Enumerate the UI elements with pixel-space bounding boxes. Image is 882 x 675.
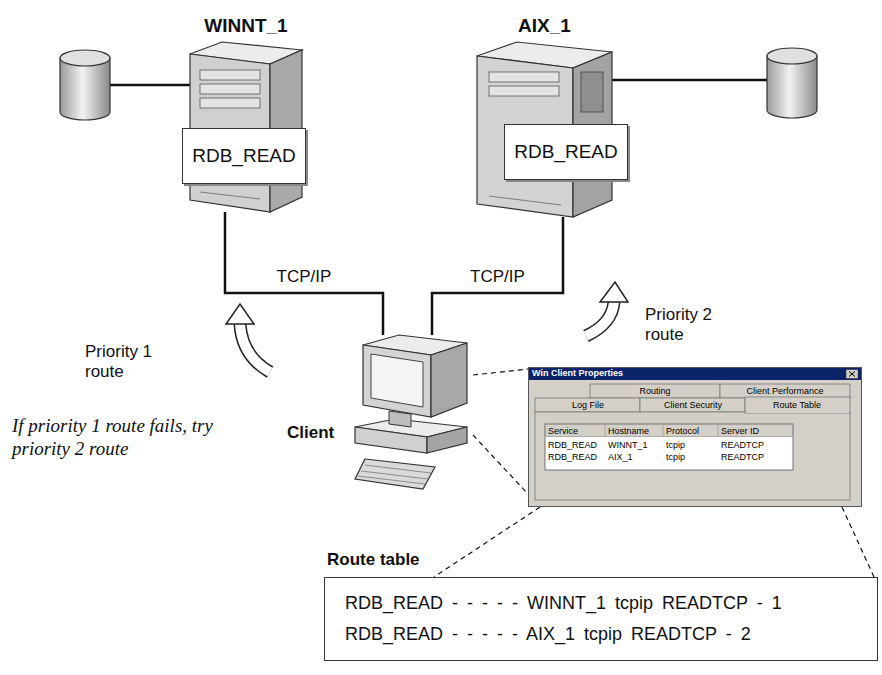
route-label: Priority 2 route: [645, 305, 740, 345]
priority-arrow: [586, 282, 628, 336]
connector-line: [842, 507, 874, 577]
tab-label: Route Table: [773, 400, 821, 411]
node-label: RDB_READ: [192, 145, 295, 167]
tab-label: Routing: [639, 386, 670, 397]
disk-cylinder: [767, 48, 817, 118]
table-cell: Hostname: [608, 426, 649, 437]
connector-line: [225, 212, 383, 335]
route-table-box: Route tableRDB_READ - - - - - WINNT_1 tc…: [324, 577, 878, 661]
route-label: Priority 1 route: [85, 342, 180, 382]
disk-cylinder: [60, 50, 110, 120]
table-cell: RDB_READ: [548, 440, 597, 451]
service-box: RDB_READ: [182, 128, 306, 184]
table-cell: READTCP: [721, 440, 764, 451]
leader-connector: [434, 507, 874, 577]
table-cell: tcpip: [666, 452, 685, 463]
table-cell: Server ID: [721, 426, 759, 437]
table-cell: RDB_READ: [548, 452, 597, 463]
table-cell: AIX_1: [608, 452, 633, 463]
node-label: RDB_READ: [514, 141, 617, 163]
tab-label: Log File: [572, 400, 604, 411]
link-label: TCP/IP: [274, 267, 335, 287]
tab-label: Client Security: [664, 400, 722, 411]
tab-label: Client Performance: [746, 386, 823, 397]
connector-line: [432, 217, 563, 335]
table-cell: Protocol: [666, 426, 699, 437]
table-row: RDB_READ - - - - - AIX_1 tcpip READTCP -…: [345, 619, 857, 650]
connector-line: [473, 369, 528, 375]
node-label: Client: [287, 423, 334, 443]
service-box: RDB_READ: [504, 124, 628, 180]
client-computer: [355, 335, 473, 495]
link-label: TCP/IP: [467, 267, 528, 287]
client-node: Client: [355, 335, 473, 495]
table-cell: Service: [548, 426, 578, 437]
table-cell: tcpip: [666, 440, 685, 451]
note-text: If priority 1 route fails, try priority …: [12, 414, 227, 460]
table-cell: WINNT_1: [608, 440, 648, 451]
priority-arrow: [226, 304, 270, 372]
connector-line: [434, 507, 540, 577]
node-label: AIX_1: [518, 15, 571, 37]
server-node: WINNT_1RDB_READ: [190, 42, 302, 212]
node-label: Win Client Properties: [532, 368, 623, 379]
network-link: [432, 217, 563, 335]
server-node: AIX_1RDB_READ: [477, 42, 612, 217]
network-link: [225, 212, 383, 335]
node-label: WINNT_1: [204, 15, 287, 37]
server-tower: [190, 42, 302, 212]
table-cell: READTCP: [721, 452, 764, 463]
node-label: Route table: [327, 550, 420, 570]
table-row: RDB_READ - - - - - WINNT_1 tcpip READTCP…: [345, 588, 857, 619]
